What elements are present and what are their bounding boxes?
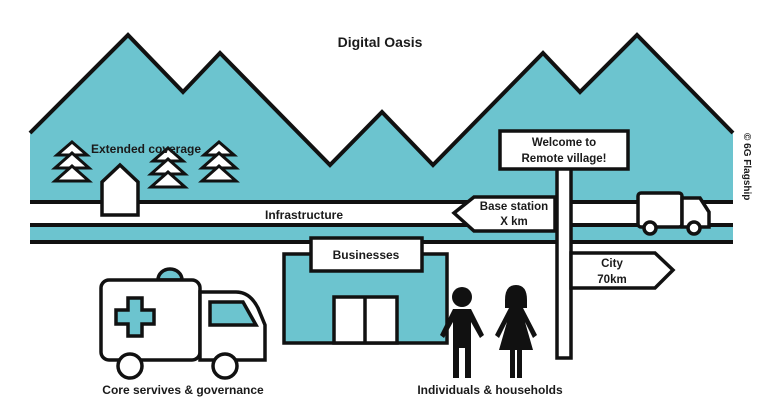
individuals-label: Individuals & households [417,383,563,397]
copyright: © 6G Flagship [741,133,752,200]
person-woman-icon [495,285,537,378]
businesses-sign [309,236,424,273]
tree-icon [198,140,240,183]
core-services-label: Core servives & governance [102,383,264,397]
welcome-sign [498,129,630,171]
welcome-sign-line1: Welcome to [532,137,596,149]
extended-coverage-label: Extended coverage [91,142,201,156]
ambulance-icon [99,267,267,380]
businesses-label: Businesses [333,248,400,262]
city-sign-line1: City [601,258,623,270]
base-station-sign [451,195,557,233]
city-sign [569,251,676,290]
base-station-line2: X km [500,216,528,228]
base-station-line1: Base station [480,201,548,213]
city-sign-line2: 70km [597,274,626,286]
mountain-outline [28,32,735,168]
tree-icon [51,140,93,183]
person-man-icon [440,287,484,378]
house-icon [100,162,140,217]
truck-icon [636,191,711,236]
welcome-sign-line2: Remote village! [522,153,607,165]
signpost-pole [555,166,573,360]
infrastructure-label: Infrastructure [265,208,343,222]
title: Digital Oasis [338,34,423,50]
mountains [30,35,733,202]
tree-icon [147,146,189,189]
